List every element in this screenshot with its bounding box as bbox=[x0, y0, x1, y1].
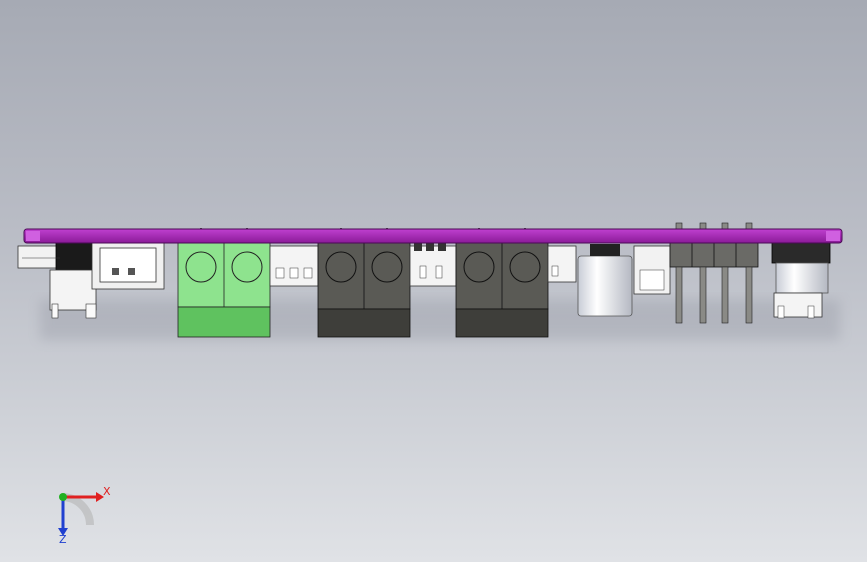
terminal-block-dark-2 bbox=[455, 228, 549, 338]
electrolytic-capacitor bbox=[577, 244, 633, 317]
smd-components-3 bbox=[547, 245, 577, 283]
x-axis-arrow bbox=[96, 492, 104, 502]
pcb-board bbox=[23, 228, 843, 244]
jst-connector bbox=[91, 242, 165, 290]
x-axis-label: X bbox=[103, 485, 111, 498]
terminal-block-dark-1 bbox=[317, 228, 411, 338]
smd-components-1 bbox=[269, 245, 319, 287]
z-axis-label: Z bbox=[59, 533, 67, 546]
left-connector-assembly bbox=[17, 242, 97, 319]
smd-components-2 bbox=[409, 243, 457, 287]
z-axis-arrow bbox=[58, 528, 68, 536]
coordinate-triad: X Z bbox=[58, 485, 111, 546]
smd-components-4 bbox=[633, 245, 671, 295]
inductor bbox=[771, 242, 831, 319]
y-axis-dot bbox=[59, 493, 67, 501]
triad-arc bbox=[61, 493, 94, 526]
terminal-block-green bbox=[177, 228, 271, 338]
